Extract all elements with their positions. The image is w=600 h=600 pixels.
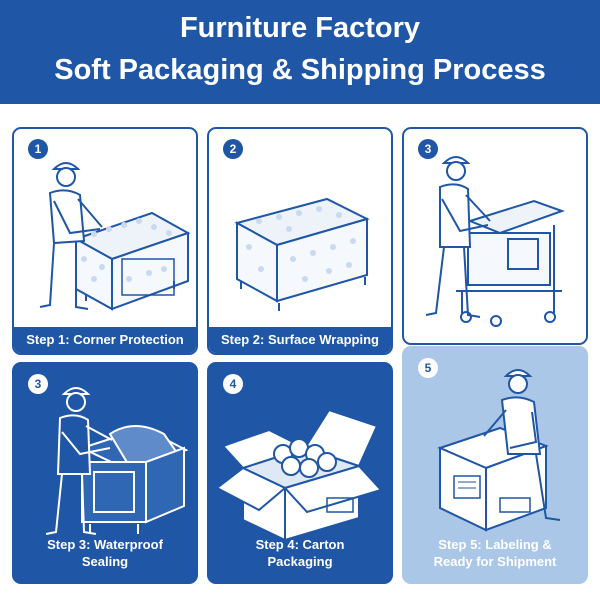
plastic-sheet-icon	[79, 425, 189, 534]
worker-icon	[425, 156, 491, 318]
labeling-illustration	[437, 369, 561, 532]
worker-icon	[45, 387, 113, 535]
cart-loading-illustration	[425, 156, 565, 327]
step-1-caption: Step 1: Corner Protection	[14, 327, 196, 353]
step-3-sealing-panel: 3 Step 3: Waterproof Sealing	[12, 362, 198, 584]
step-3-badge-bottom: 3	[28, 374, 48, 394]
corner-protection-illustration	[39, 162, 191, 311]
waterproof-sealing-illustration	[45, 387, 189, 535]
bubble-wrap-crate-icon	[234, 197, 370, 311]
step-1-badge: 1	[28, 139, 48, 159]
step-2-panel: 2 Step 2: Surface Wrapping	[207, 127, 393, 355]
step-4-caption-line2: Packaging	[267, 554, 333, 569]
step-5-panel: 5 Step 5: Labeling & Ready for Shipment	[402, 346, 588, 584]
step-4-caption-line1: Step 4: Carton	[255, 537, 345, 552]
step-3-caption-line2: Sealing	[81, 554, 129, 569]
open-carton-icon	[215, 408, 383, 542]
step-2-caption: Step 2: Surface Wrapping	[209, 327, 391, 353]
worker-icon	[483, 369, 561, 521]
step-3-caption-line1: Step 3: Waterproof	[47, 537, 163, 552]
cart-icon	[456, 199, 565, 327]
step-2-badge: 2	[223, 139, 243, 159]
worker-icon	[39, 162, 103, 310]
step-3-caption: Step 3: Waterproof Sealing	[14, 536, 196, 570]
title-line-1: Furniture Factory	[179, 12, 421, 44]
step-5-caption-line1: Step 5: Labeling &	[438, 537, 552, 552]
step-5-badge: 5	[418, 358, 438, 378]
step-5-caption-line2: Ready for Shipment	[433, 554, 557, 569]
step-5-caption: Step 5: Labeling & Ready for Shipment	[404, 536, 586, 570]
page-header: Furniture Factory Soft Packaging & Shipp…	[0, 0, 600, 104]
step-4-caption: Step 4: Carton Packaging	[209, 536, 391, 570]
step-3-cart-panel: 3	[402, 127, 588, 345]
surface-wrapping-illustration	[234, 197, 370, 311]
bubble-wrap-crate-icon	[73, 211, 191, 311]
step-3-badge-top: 3	[418, 139, 438, 159]
carton-packaging-illustration	[215, 408, 383, 542]
title-line-2: Soft Packaging & Shipping Process	[54, 54, 546, 86]
step-4-panel: 4 Step 4: Carton Packaging	[207, 362, 393, 584]
step-1-panel: 1 Step 1: Corner Protection	[12, 127, 198, 355]
step-4-badge: 4	[223, 374, 243, 394]
